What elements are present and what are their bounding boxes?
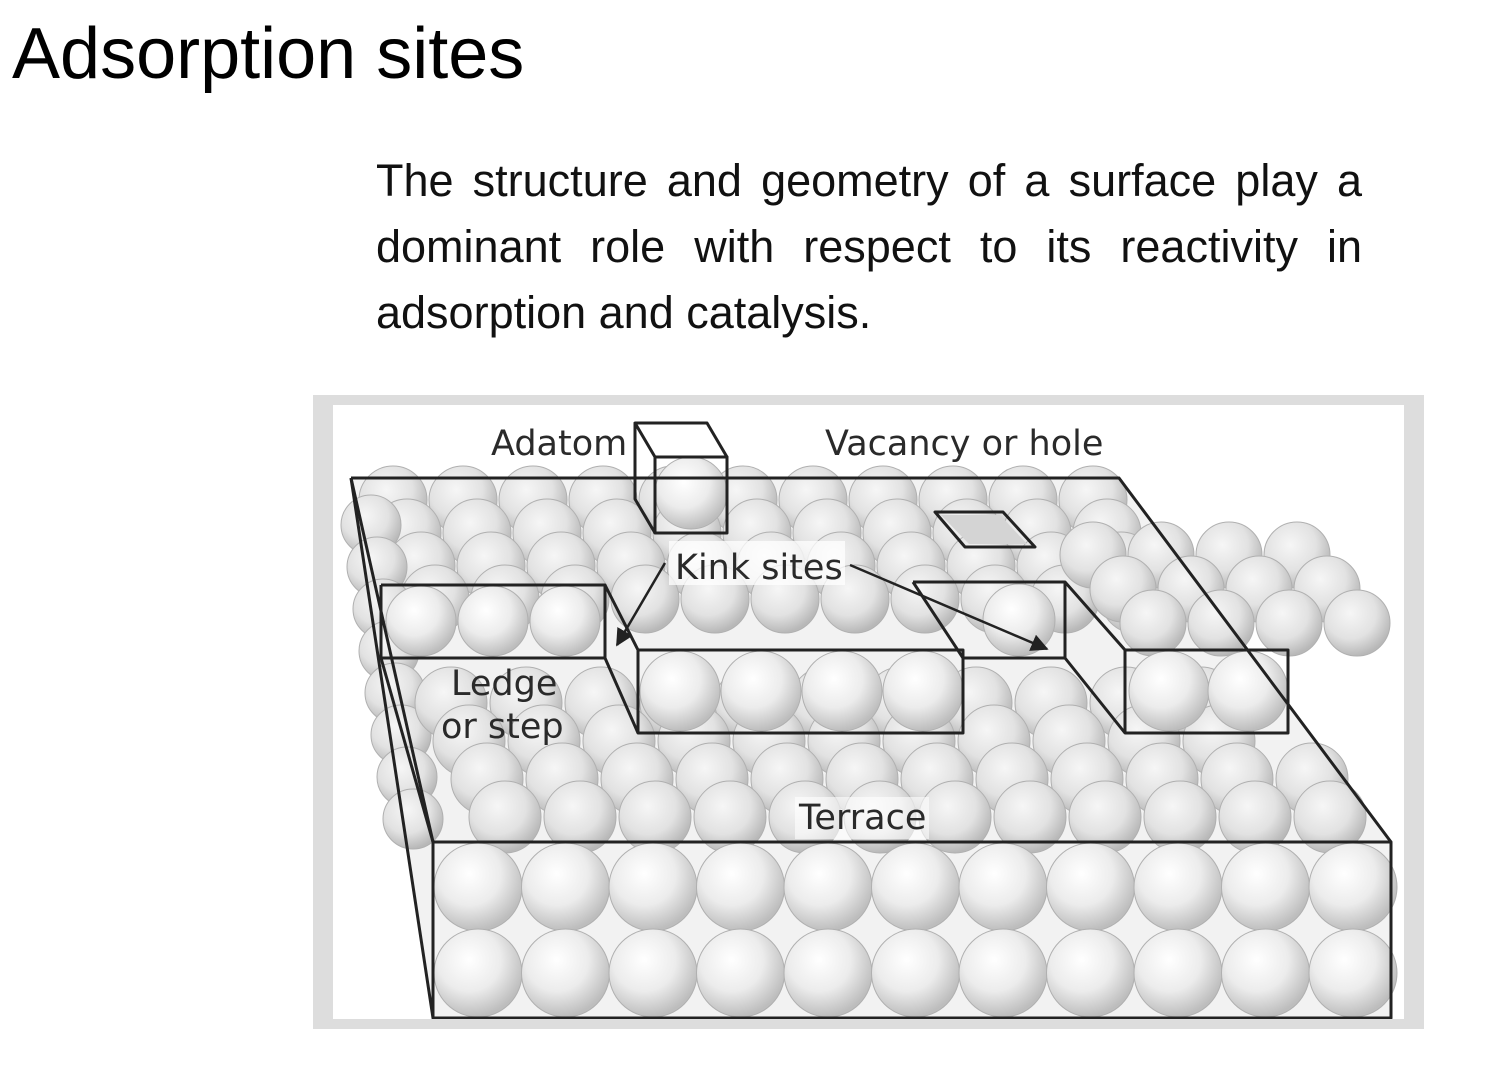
atom-sphere [1308, 842, 1398, 932]
right-step-block [913, 580, 1290, 735]
atom-sphere [1221, 928, 1310, 1018]
atom-sphere [521, 842, 610, 932]
adatom-cube-top [633, 421, 729, 459]
slab-left-edge [349, 477, 435, 1019]
atom-sphere [1323, 589, 1391, 657]
step-row-spheres [385, 456, 1289, 732]
atom-sphere [982, 583, 1056, 657]
label-ledge-line1: Ledge [451, 664, 557, 704]
atom-sphere [696, 928, 785, 1018]
atom-sphere [608, 928, 698, 1018]
front-face-spheres [433, 842, 1398, 1018]
atom-sphere [871, 928, 960, 1018]
atom-sphere [1119, 589, 1187, 657]
atom-sphere [433, 842, 523, 932]
atom-sphere [608, 842, 698, 932]
atom-sphere [783, 928, 873, 1018]
atom-sphere [1221, 842, 1310, 932]
atom-sphere [783, 842, 873, 932]
atom-sphere [882, 650, 964, 732]
atom-sphere [720, 650, 802, 732]
atom-sphere [1207, 650, 1289, 732]
kink-arrow-left [615, 562, 667, 647]
atom-sphere [1187, 589, 1255, 657]
atom-sphere [433, 928, 523, 1018]
label-ledge-line2: or step [441, 707, 564, 747]
vacancy-hole-interior [941, 515, 1027, 544]
atom-sphere [958, 842, 1048, 932]
slide-body-text: The structure and geometry of a surface … [376, 155, 1362, 338]
atom-sphere [1133, 928, 1223, 1018]
atom-sphere [1128, 650, 1210, 732]
atom-sphere [958, 928, 1048, 1018]
label-vacancy: Vacancy or hole [825, 424, 1103, 464]
atom-sphere [1046, 842, 1135, 932]
terrace-label-bg [795, 797, 929, 839]
atom-sphere [1308, 928, 1398, 1018]
atom-sphere [385, 585, 457, 657]
atom-sphere [1255, 589, 1323, 657]
label-adatom: Adatom [491, 424, 627, 464]
atom-sphere [639, 650, 721, 732]
figure-frame: Adatom Vacancy or hole Kink sites Ledge … [313, 395, 1424, 1029]
atom-sphere [1046, 928, 1135, 1018]
left-face-edge [349, 477, 435, 843]
slide-title: Adsorption sites [12, 14, 525, 94]
ledge-left-lower [379, 657, 435, 843]
atom-sphere [1133, 842, 1223, 932]
diagram-outlines [349, 421, 1393, 1019]
slab-top-edge [351, 476, 1393, 843]
atom-sphere [457, 585, 529, 657]
atom-sphere [529, 585, 601, 657]
atom-sphere [871, 842, 960, 932]
atom-sphere [382, 788, 444, 850]
atom-sphere [521, 928, 610, 1018]
adatom-cube-side [633, 423, 657, 534]
atom-sphere [654, 456, 728, 530]
label-terrace: Terrace [798, 798, 926, 838]
kink-arrow-right [849, 563, 1049, 651]
atom-sphere [696, 842, 785, 932]
adatom-cube-front [653, 455, 729, 535]
atom-sphere [801, 650, 883, 732]
kink-label-bg [669, 541, 845, 585]
surface-diagram-svg: Adatom Vacancy or hole Kink sites Ledge … [340, 421, 1398, 1019]
label-kink-sites: Kink sites [675, 548, 843, 588]
vacancy-hole-outline [933, 510, 1037, 549]
surface-diagram: Adatom Vacancy or hole Kink sites Ledge … [333, 405, 1404, 1019]
front-face-outline [431, 840, 1393, 1019]
